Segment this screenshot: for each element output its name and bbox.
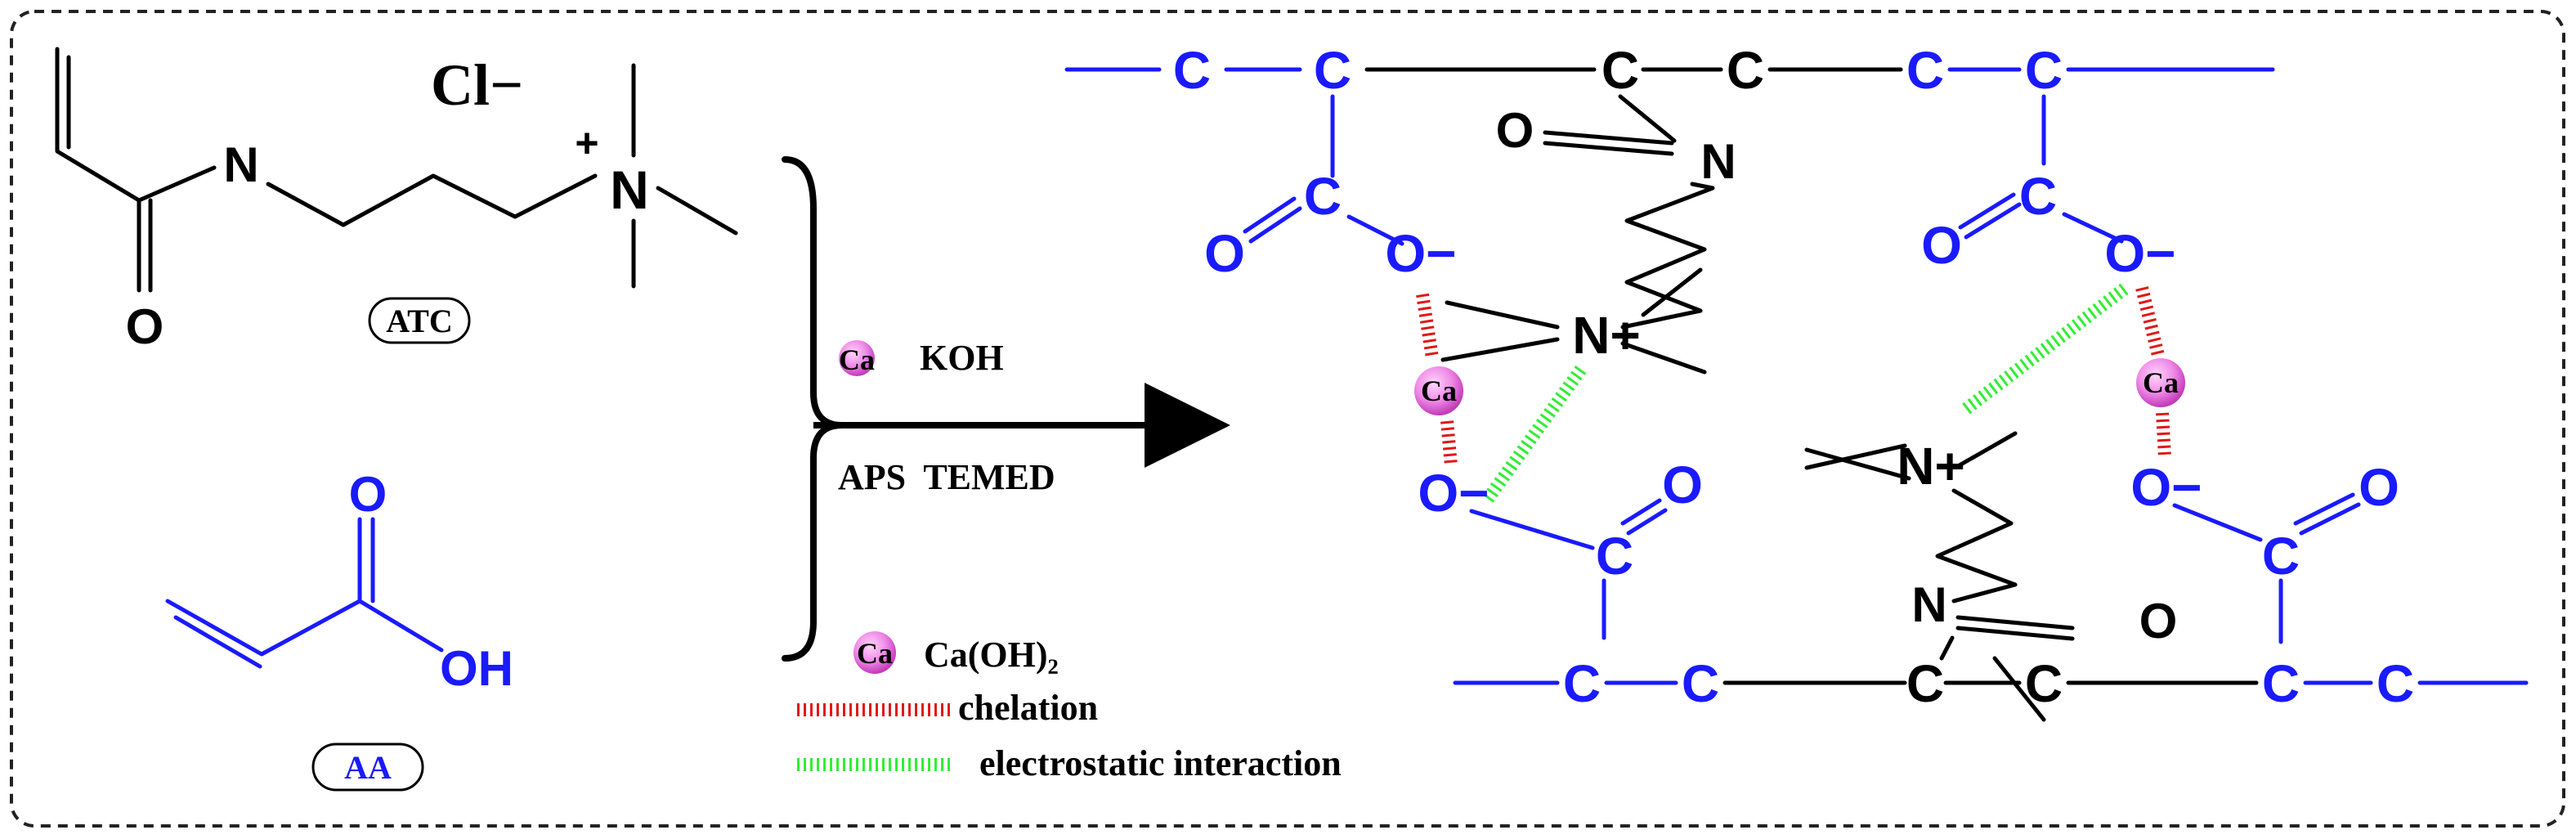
polymer-network: C C C C C C C O O− O N N+ — [1064, 41, 2529, 722]
carboxyl-carbon: C — [1304, 167, 1342, 226]
legend: Ca Ca(OH)₂ chelation electrostatic inter… — [797, 631, 1342, 783]
calcium-ion-icon — [2136, 358, 2185, 407]
legend-ion-source: Ca(OH)₂ — [924, 635, 1059, 675]
aa-structure: O OH AA — [165, 467, 513, 792]
backbone-carbon: C — [1906, 41, 1944, 100]
carboxylate-anion: O− — [1385, 224, 1456, 283]
atc-structure: N O N + Cl− ATC — [55, 47, 738, 354]
reaction-brace — [782, 156, 843, 662]
carboxylate-anion: O− — [2104, 224, 2175, 283]
carboxylate-anion: O− — [1418, 464, 1489, 523]
aa-hydroxyl: OH — [440, 641, 513, 696]
reaction-arrow-head — [1145, 383, 1230, 468]
amide-oxygen: O — [1496, 103, 1534, 158]
amide-nitrogen: N — [1700, 134, 1736, 189]
atc-nitrogen: N — [223, 137, 258, 192]
backbone-carbon: C — [1173, 41, 1211, 100]
backbone-carbon: C — [1602, 41, 1639, 100]
carboxylate-lower-left — [1469, 498, 1668, 640]
carboxyl-carbon: C — [2262, 527, 2300, 586]
carboxylate-upper-left — [1243, 94, 1404, 246]
calcium-ion: Ca — [1421, 375, 1457, 407]
calcium-ion-icon — [1414, 366, 1463, 415]
amide-oxygen: O — [2139, 594, 2178, 648]
electrostatic-bond — [1962, 282, 2130, 415]
atc-label: ATC — [386, 303, 452, 339]
quaternary-ammonium: N+ — [1572, 306, 1641, 365]
backbone-carbon: C — [2025, 654, 2063, 713]
backbone-carbon: C — [2262, 654, 2300, 713]
aa-label-box — [311, 743, 424, 792]
carboxylate-lower-right — [2172, 492, 2361, 644]
legend-electrostatic-label: electrostatic interaction — [979, 743, 1342, 783]
backbone-carbon: C — [2377, 654, 2414, 713]
atc-chloride: Cl− — [431, 52, 523, 118]
carboxyl-carbon: C — [1596, 527, 1633, 586]
atc-plus-charge: + — [575, 120, 598, 166]
backbone-carbon: C — [1727, 41, 1764, 100]
backbone-carbon: C — [2025, 41, 2063, 100]
backbone-carbon: C — [1563, 654, 1601, 713]
carboxylate-anion: O− — [2130, 458, 2202, 517]
chelation-bond — [1416, 293, 1439, 360]
atc-ammonium-nitrogen: N — [610, 159, 649, 220]
backbone-carbon: C — [1906, 654, 1944, 713]
dashed-frame — [10, 10, 2565, 828]
atc-pendant-lower — [1804, 431, 2075, 722]
carbonyl-oxygen: O — [1921, 216, 1962, 275]
carbonyl-oxygen: O — [2359, 458, 2399, 517]
reaction-conditions: Ca KOH APS TEMED — [838, 338, 1055, 497]
carbonyl-oxygen: O — [1204, 224, 1245, 283]
atc-pendant-upper — [1440, 94, 1715, 375]
reaction-initiators: APS TEMED — [838, 457, 1055, 497]
chelation-bond — [2156, 412, 2171, 459]
legend-ion-label: Ca — [857, 637, 893, 670]
chelation-bond — [1440, 420, 1458, 467]
electrostatic-bond — [1482, 364, 1588, 503]
carboxylate-upper-right — [1958, 94, 2124, 244]
atc-label-box — [368, 297, 471, 344]
reaction-ion: Ca — [839, 343, 875, 376]
calcium-ion-icon — [839, 340, 875, 376]
reaction-base: KOH — [920, 338, 1004, 378]
amide-nitrogen: N — [1911, 577, 1947, 632]
chelation-bond — [2135, 286, 2165, 357]
atc-bonds — [55, 47, 738, 293]
aa-oxygen: O — [349, 467, 388, 522]
carbonyl-oxygen: O — [1662, 455, 1703, 514]
atc-oxygen: O — [126, 299, 164, 354]
calcium-ion-icon — [853, 631, 896, 674]
backbone-carbon: C — [1682, 654, 1719, 713]
legend-chelation-label: chelation — [958, 688, 1098, 728]
carboxyl-carbon: C — [2019, 167, 2057, 226]
backbone-carbon: C — [1314, 41, 1351, 100]
aa-bonds — [165, 517, 444, 669]
quaternary-ammonium: N+ — [1897, 437, 1965, 496]
calcium-ion: Ca — [2143, 366, 2179, 399]
aa-label: AA — [344, 749, 392, 786]
